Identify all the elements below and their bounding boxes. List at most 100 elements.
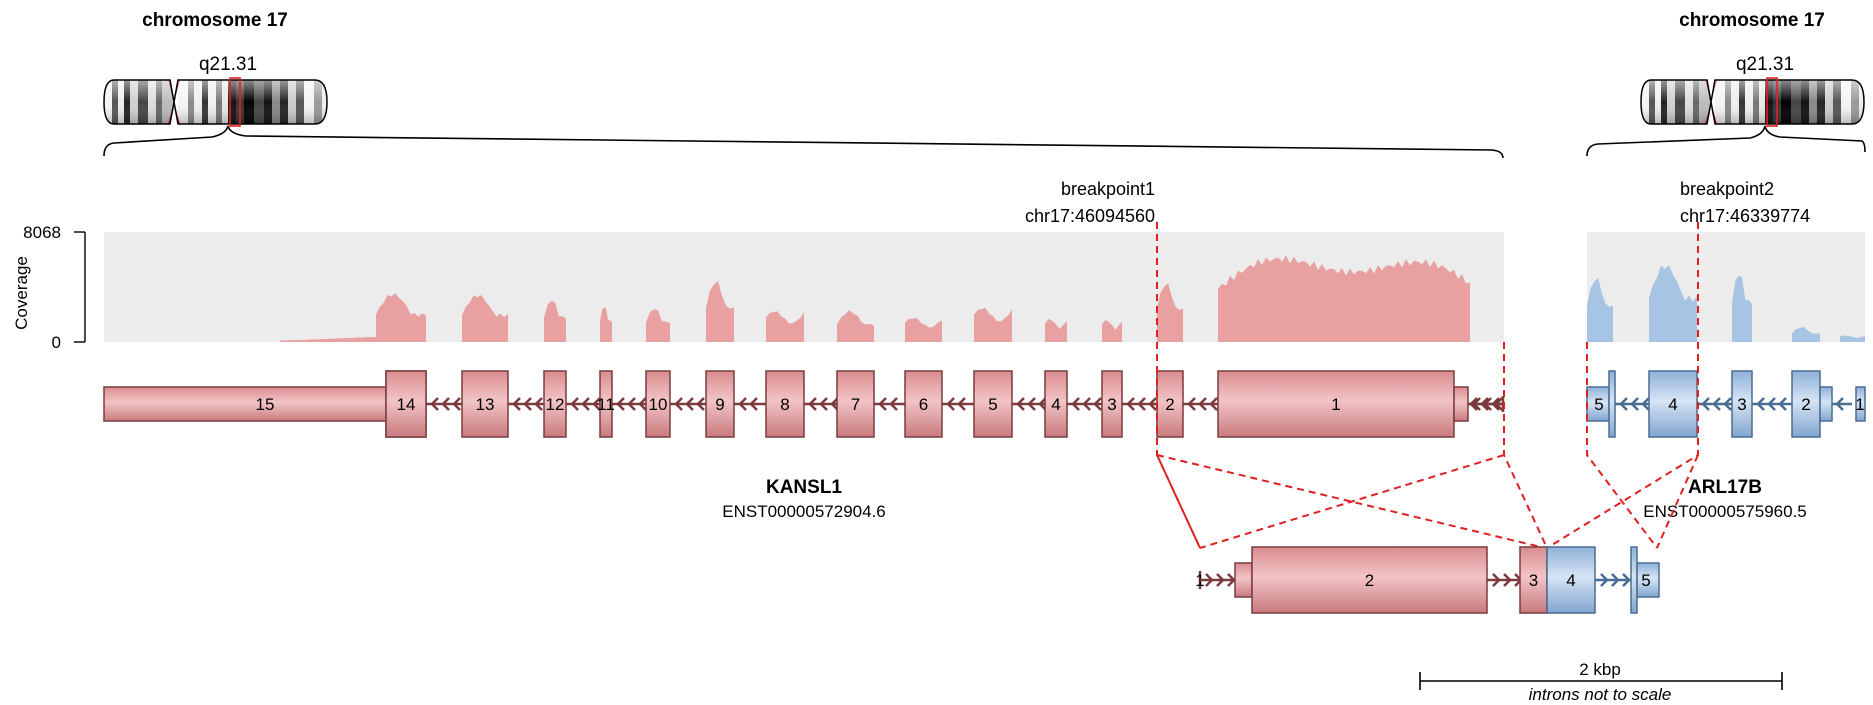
- kansl1-chevron: [1209, 397, 1218, 411]
- kansl1-chevron: [581, 397, 590, 411]
- kansl1-chevron: [1137, 397, 1146, 411]
- ideogram: [1640, 77, 1865, 127]
- arl17b-exon-4-label: 4: [1668, 395, 1677, 414]
- kansl1-chevron: [696, 397, 705, 411]
- kansl1-segment-end: [1199, 454, 1505, 549]
- kansl1-chevron: [685, 397, 694, 411]
- coverage-axis: Coverage 8068 0: [12, 223, 86, 352]
- kansl1-exon-5-label: 5: [988, 395, 997, 414]
- kansl1-exon-4: [1044, 370, 1068, 438]
- fusion-chevron: [1216, 573, 1225, 587]
- kansl1-exon-12: [543, 370, 567, 438]
- kansl1-exon-9-label: 9: [715, 395, 724, 414]
- fusion-exon-2-utr: [1234, 562, 1253, 598]
- arl17b-exon-3: [1731, 370, 1753, 438]
- kansl1-exon-15-utr: [103, 386, 388, 422]
- kansl1-exon-1-label: 1: [1331, 395, 1340, 414]
- arl17b-exon-3-label: 3: [1737, 395, 1746, 414]
- coverage-area: [1587, 265, 1865, 342]
- coverage-track-gene2: [1587, 232, 1865, 342]
- kansl1-exon-4-label: 4: [1051, 395, 1060, 414]
- arl17b-chevron: [1701, 397, 1710, 411]
- coverage-profile-arl17b: [1587, 265, 1865, 342]
- arl17b-exon-2-utr: [1819, 386, 1833, 422]
- kansl1-chevron: [957, 397, 966, 411]
- arl17b-chevron: [1767, 397, 1776, 411]
- region-marker: [229, 77, 241, 127]
- coverage-profile-kansl1: [280, 255, 1470, 342]
- kansl1-exon-2-label: 2: [1165, 395, 1174, 414]
- kansl1-exon-3-label: 3: [1107, 395, 1116, 414]
- kansl1-chevron: [749, 397, 758, 411]
- arl17b-exon-4: [1648, 370, 1698, 438]
- kansl1-chevron: [1082, 397, 1091, 411]
- kansl1-exon-10-label: 10: [649, 395, 668, 414]
- kansl1-chevron: [512, 397, 521, 411]
- kansl1-exon-14: [385, 370, 427, 438]
- arl17b-chevron: [1835, 397, 1844, 411]
- kansl1-chevron: [452, 397, 461, 411]
- chromosome-title: chromosome 17: [1679, 10, 1825, 31]
- kansl1-chevron: [430, 397, 439, 411]
- scale-bar: 2 kbp introns not to scale: [1419, 660, 1783, 704]
- kansl1-chevron: [570, 397, 579, 411]
- kansl1-chevron: [523, 397, 532, 411]
- breakpoint2-name: breakpoint2: [1680, 179, 1774, 199]
- arl17b-chevron: [1641, 397, 1650, 411]
- arl17b-segment-end: [1656, 454, 1699, 549]
- band-label: q21.31: [1736, 54, 1794, 75]
- coverage-min-label: 0: [52, 333, 61, 352]
- fusion-exon-5: [1636, 562, 1660, 598]
- kansl1-chevron: [534, 397, 543, 411]
- gene1-transcript: ENST00000572904.6: [722, 502, 886, 521]
- fusion-chevron: [1503, 573, 1512, 587]
- kansl1-exon-11-label: 11: [597, 395, 615, 414]
- kansl1-exon-13-label: 13: [476, 395, 495, 414]
- kansl1-chevron: [1093, 397, 1102, 411]
- kansl1-exon-11: [599, 370, 613, 438]
- kansl1-chevron: [808, 397, 817, 411]
- fusion-chevron: [1611, 573, 1620, 587]
- kansl1-chevron: [1071, 397, 1080, 411]
- kansl1-exon-13: [461, 370, 509, 438]
- kansl1-chevron: [738, 397, 747, 411]
- chromosome-left: chromosome 17 q21.31: [103, 10, 328, 127]
- coverage-area: [280, 255, 1470, 342]
- gene1-name: KANSL1: [766, 477, 842, 498]
- arl17b-exon-2-label: 2: [1801, 395, 1810, 414]
- arl17b-exon-5-cds: [1608, 370, 1616, 438]
- kansl1-chevron: [441, 397, 450, 411]
- fusion-chevron: [1492, 573, 1501, 587]
- arl17b-chevron: [1756, 397, 1765, 411]
- coverage-max-label: 8068: [23, 223, 61, 242]
- kansl1-chevron: [830, 397, 839, 411]
- kansl1-chevron: [1494, 397, 1503, 411]
- breakpoint-lines: [1156, 222, 1699, 549]
- kansl1-chevron: [946, 397, 955, 411]
- breakpoint1-name: breakpoint1: [1061, 179, 1155, 199]
- kansl1-chevron: [878, 397, 887, 411]
- fusion-chevron: [1227, 573, 1236, 587]
- fusion-exon-3: [1519, 546, 1548, 614]
- ideogram-outline: [103, 79, 328, 125]
- fusion-exon-5-cds: [1630, 546, 1638, 614]
- scale-label: 2 kbp: [1579, 660, 1621, 679]
- arl17b-exon-1: [1855, 386, 1866, 422]
- fusion-chevron: [1600, 573, 1609, 587]
- kansl1-exon-12-label: 12: [546, 395, 565, 414]
- kansl1-exon-2: [1156, 370, 1184, 438]
- scale-note: introns not to scale: [1529, 685, 1672, 704]
- kansl1-chevron: [1472, 397, 1481, 411]
- kansl1-chevron: [1038, 397, 1047, 411]
- kansl1-exon-6-label: 6: [919, 395, 928, 414]
- chromosome-title: chromosome 17: [142, 10, 288, 31]
- breakpoint1-position: chr17:46094560: [1025, 206, 1155, 226]
- kansl1-exon-7: [836, 370, 875, 438]
- arl17b-exon-5-label: 5: [1594, 395, 1603, 414]
- breakpoint1-region-line: [1503, 342, 1548, 549]
- fusion-chevron: [1622, 573, 1631, 587]
- ideogram: [103, 77, 328, 127]
